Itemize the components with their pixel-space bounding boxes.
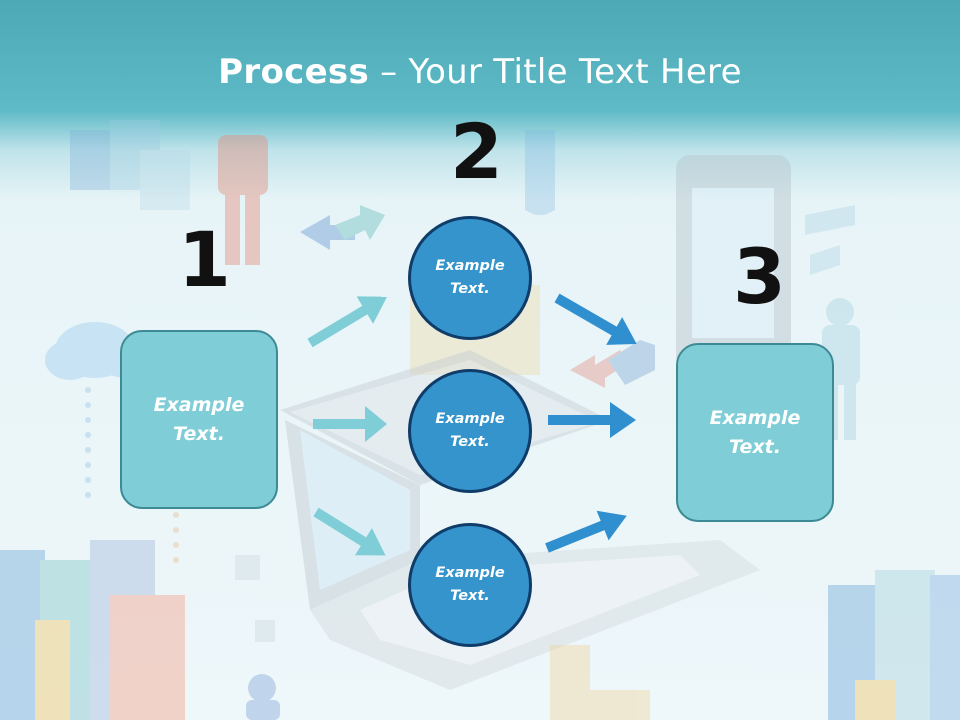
step-2-circle-3-line1: Example <box>435 565 505 581</box>
step-2-number: 2 <box>450 107 503 196</box>
arrows-step2-to-step3 <box>545 293 637 553</box>
arrow-right-icon <box>307 296 388 348</box>
step-3-number: 3 <box>733 232 786 321</box>
step-2-circle-2-line1: Example <box>435 411 505 427</box>
step-2-circle-1-line2: Text. <box>450 281 490 297</box>
person-figure-red-icon <box>218 135 268 265</box>
step-1-number: 1 <box>178 215 231 304</box>
arrow-right-icon <box>313 507 386 556</box>
step-2-circle-1-line1: Example <box>435 258 505 274</box>
tablet-icon <box>676 155 791 370</box>
arrow-right-icon <box>313 406 387 442</box>
buildings-left-icon <box>0 540 185 720</box>
title-bold: Process <box>218 52 370 92</box>
step-2-circle-2-line2: Text. <box>450 434 490 450</box>
arrows-step1-to-step2 <box>307 296 388 556</box>
step-1-text-line2: Text. <box>173 422 225 445</box>
arrow-right-icon <box>554 293 637 345</box>
buildings-right-icon <box>828 570 960 720</box>
slide-title: Process – Your Title Text Here <box>0 52 960 92</box>
title-rest: Your Title Text Here <box>408 52 742 92</box>
arrow-right-icon <box>545 510 627 553</box>
arrow-right-icon <box>548 402 636 438</box>
step-1-text-line1: Example <box>153 393 245 416</box>
step-2-circle-3-line2: Text. <box>450 588 490 604</box>
step-3-text-line2: Text. <box>729 435 781 458</box>
step-3-text-line1: Example <box>709 406 801 429</box>
title-separator: – <box>369 52 409 92</box>
